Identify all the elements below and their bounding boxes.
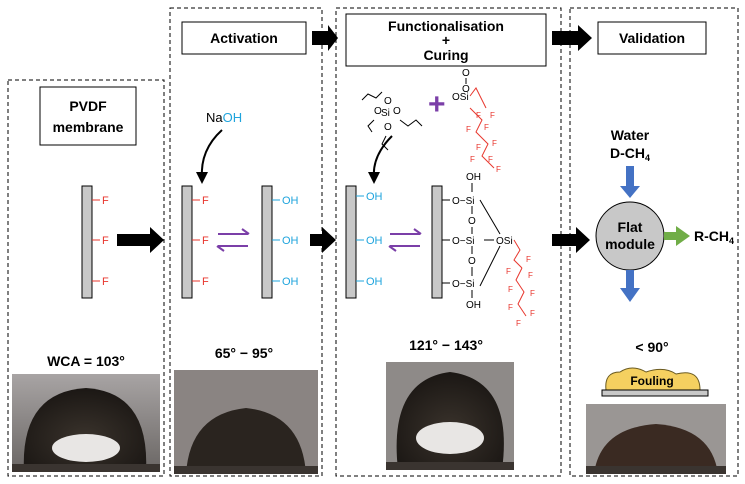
membrane-droplet-photo (12, 374, 160, 472)
net-osi-2: O−Si (452, 236, 475, 247)
oh-label-2: OH (282, 235, 299, 247)
activation-droplet-photo (174, 370, 318, 474)
functionalisation-label-line3: Curing (423, 47, 468, 63)
membrane-label-line1: PVDF (69, 98, 107, 114)
fs-f3: F (466, 125, 471, 134)
activation-label: Activation (210, 30, 278, 46)
product-arrow (664, 226, 690, 246)
oh-label-5: OH (366, 235, 383, 247)
silane-o1: O (384, 96, 392, 107)
net-o-1: O (468, 216, 476, 227)
pvdf-membrane-bar (81, 185, 93, 299)
module-label-line2: module (605, 236, 655, 252)
f-label-2: F (102, 235, 109, 247)
fs-f5: F (492, 139, 497, 148)
oh-label-6: OH (366, 276, 383, 288)
functional-hydroxyl-bar (345, 185, 357, 299)
feed-arrow (620, 166, 640, 198)
fouling-layer (601, 367, 709, 397)
net-o-2: O (468, 256, 476, 267)
alkoxysilane-molecule (361, 91, 423, 151)
membrane-label-line2: membrane (53, 119, 124, 135)
retentate-arrow (620, 270, 640, 302)
fs-f2: F (490, 111, 495, 120)
arrow-functionalisation-to-validation (552, 25, 592, 51)
silane-o2: O (374, 106, 382, 117)
net-f7: F (530, 309, 535, 318)
arrow-functionalisation-to-validation-mid (552, 227, 590, 253)
net-f6: F (508, 303, 513, 312)
net-f4: F (508, 285, 513, 294)
net-osi-1: O−Si (452, 196, 475, 207)
functionalisation-label-box (345, 13, 547, 67)
arrow-activation-to-functionalisation-mid (310, 227, 336, 253)
oh-label-3: OH (282, 276, 299, 288)
product-label: R-CH4 (694, 228, 734, 246)
net-oh-bottom: OH (466, 300, 481, 311)
fs-f4: F (484, 123, 489, 132)
fs-o-left: O (462, 84, 470, 95)
fs-f7: F (470, 155, 475, 164)
f-label-5: F (202, 235, 209, 247)
fs-f9: F (496, 165, 501, 174)
fs-f1: F (476, 111, 481, 120)
membrane-wca: WCA = 103° (47, 353, 125, 369)
silane-o3: O (393, 106, 401, 117)
net-osi-3: O−Si (452, 279, 475, 290)
net-f2: F (506, 267, 511, 276)
fs-o-top: O (462, 68, 470, 79)
silane-si: Si (381, 108, 390, 119)
oh-label-4: OH (366, 191, 383, 203)
fs-osi: OSi (452, 92, 469, 103)
validation-label: Validation (619, 30, 685, 46)
net-oh-top: OH (466, 172, 481, 183)
functionalisation-label-line2: + (442, 32, 450, 48)
fluoroalkyl-silane: O O OSi F F F F F F F F F (452, 68, 501, 174)
membrane-label-box (39, 86, 137, 146)
naoh-curved-arrow (200, 129, 223, 179)
functionalisation-droplet-photo (386, 362, 514, 470)
activation-label-box (181, 21, 307, 55)
water-label: Water (611, 127, 650, 143)
f-label-3: F (102, 276, 109, 288)
net-f3: F (528, 271, 533, 280)
arrow-activation-to-functionalisation (312, 25, 338, 51)
f-label-1: F (102, 195, 109, 207)
activation-hydroxyl-bar (261, 185, 273, 299)
oh-label-1: OH (282, 195, 299, 207)
fs-f8: F (488, 155, 493, 164)
functionalisation-label-line1: Functionalisation (388, 18, 504, 34)
silane-o4: O (384, 122, 392, 133)
validation-label-box (597, 21, 707, 55)
siloxane-network: O−Si O−Si O−Si OH O O OH OSi F F F F F F… (442, 172, 535, 328)
functionalised-membrane-bar (431, 185, 443, 299)
naoh-prefix: NaOH (206, 110, 242, 125)
f-label-6: F (202, 276, 209, 288)
functionalisation-wca: 121° − 143° (409, 337, 483, 353)
net-f8: F (516, 319, 521, 328)
stage-box-membrane (7, 79, 165, 477)
net-f1: F (526, 255, 531, 264)
functional-equilibrium-arrows (388, 228, 422, 252)
net-f5: F (530, 289, 535, 298)
activation-wca: 65° − 95° (215, 345, 273, 361)
module-label-line1: Flat (618, 219, 643, 235)
validation-wca: < 90° (635, 339, 668, 355)
fs-f6: F (476, 143, 481, 152)
f-label-4: F (202, 195, 209, 207)
plus-sign: + (428, 88, 446, 121)
validation-droplet-photo (586, 404, 726, 474)
activation-equilibrium-arrows (216, 228, 250, 252)
fouling-label: Fouling (630, 374, 673, 388)
arrow-membrane-to-activation (117, 227, 164, 253)
feed-label: D-CH4 (610, 145, 650, 163)
activation-fluoro-bar (181, 185, 193, 299)
net-osi-right: OSi (496, 236, 513, 247)
